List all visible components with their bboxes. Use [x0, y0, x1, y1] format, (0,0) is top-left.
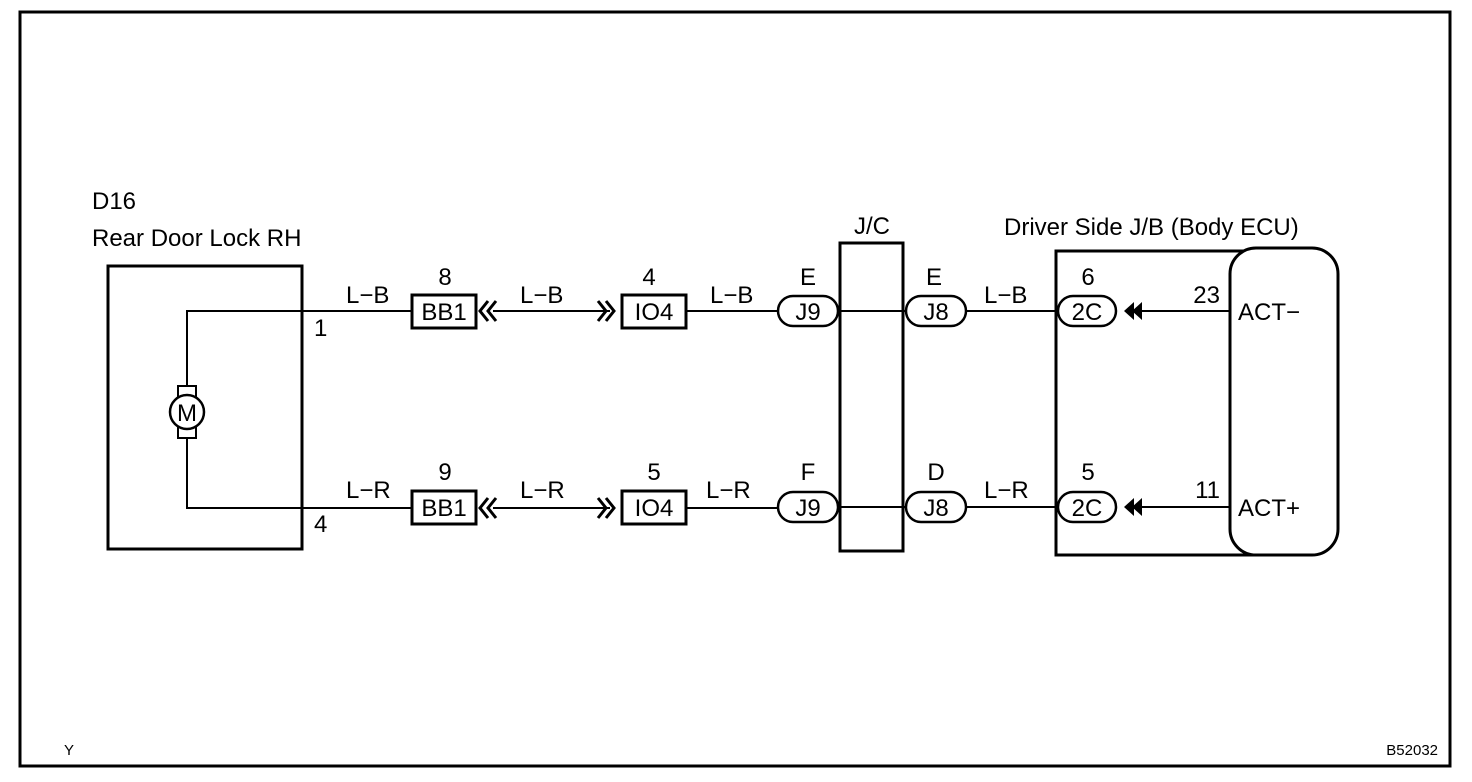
- io4-top-label: IO4: [635, 299, 674, 326]
- c2c-bottom-label: 2C: [1072, 495, 1103, 522]
- wire-top-color-4: L−B: [984, 282, 1027, 309]
- io4-bottom-label: IO4: [635, 495, 674, 522]
- j9-top-pin: E: [800, 264, 816, 291]
- bb1-top-label: BB1: [421, 299, 466, 326]
- io4-bottom-pin: 5: [647, 459, 660, 486]
- component-code: D16: [92, 188, 136, 215]
- wire-bottom-color-2: L−R: [520, 477, 565, 504]
- diagram-frame: [18, 10, 1452, 768]
- bb1-bottom-connector: [410, 489, 478, 526]
- svg-text:M: M: [177, 400, 197, 427]
- c2c-top-arrow-icon: [1124, 302, 1142, 320]
- j8-top-pin: E: [926, 264, 942, 291]
- c2c-top-pin: 6: [1081, 264, 1094, 291]
- io4-bottom-connector: [620, 489, 688, 526]
- internal-wire-bottom: [186, 438, 302, 509]
- pin-1: 1: [314, 315, 327, 342]
- ecu-bottom-signal: ACT+: [1238, 495, 1300, 522]
- io4-top-chevron-icon: [596, 300, 616, 322]
- pin-4: 4: [314, 511, 327, 538]
- wire-bottom-color-3: L−R: [706, 477, 751, 504]
- ecu-box: [1228, 246, 1340, 557]
- wire-bottom-color-1: L−R: [346, 477, 391, 504]
- j9-bottom-pin: F: [801, 459, 816, 486]
- c2c-bottom-connector: [1056, 490, 1118, 524]
- bb1-top-connector: [410, 293, 478, 330]
- j8-bottom-pin: D: [927, 459, 944, 486]
- ecu-top-signal: ACT−: [1238, 299, 1300, 326]
- j8-bottom-label: J8: [923, 495, 948, 522]
- motor-icon: M: [168, 385, 206, 439]
- jc-label: J/C: [854, 213, 890, 240]
- c2c-bottom-arrow-icon: [1124, 498, 1142, 516]
- ecu-bottom-pin: 11: [1195, 477, 1220, 504]
- footer-right: B52032: [1386, 742, 1438, 759]
- j9-bottom-label: J9: [795, 495, 820, 522]
- wire-top-color-1: L−B: [346, 282, 389, 309]
- component-name: Rear Door Lock RH: [92, 225, 301, 252]
- j8-top-label: J8: [923, 299, 948, 326]
- io4-bottom-chevron-icon: [596, 497, 616, 519]
- bb1-top-chevron-icon: [478, 300, 498, 322]
- c2c-bottom-pin: 5: [1081, 459, 1094, 486]
- bb1-bottom-label: BB1: [421, 495, 466, 522]
- wire-bottom-color-4: L−R: [984, 477, 1029, 504]
- wire-top-color-2: L−B: [520, 282, 563, 309]
- bb1-bottom-chevron-icon: [478, 497, 498, 519]
- bb1-bottom-pin: 9: [438, 459, 451, 486]
- internal-wire-top: [186, 310, 302, 386]
- jc-block: [838, 241, 905, 553]
- c2c-top-connector: [1056, 294, 1118, 328]
- door-lock-box: [106, 264, 304, 551]
- wire-top-color-3: L−B: [710, 282, 753, 309]
- io4-top-pin: 4: [642, 264, 655, 291]
- ecu-top-pin: 23: [1193, 282, 1220, 309]
- ecu-title: Driver Side J/B (Body ECU): [1004, 214, 1299, 241]
- bb1-top-pin: 8: [438, 264, 451, 291]
- j9-top-label: J9: [795, 299, 820, 326]
- footer-left: Y: [64, 742, 74, 759]
- c2c-top-label: 2C: [1072, 299, 1103, 326]
